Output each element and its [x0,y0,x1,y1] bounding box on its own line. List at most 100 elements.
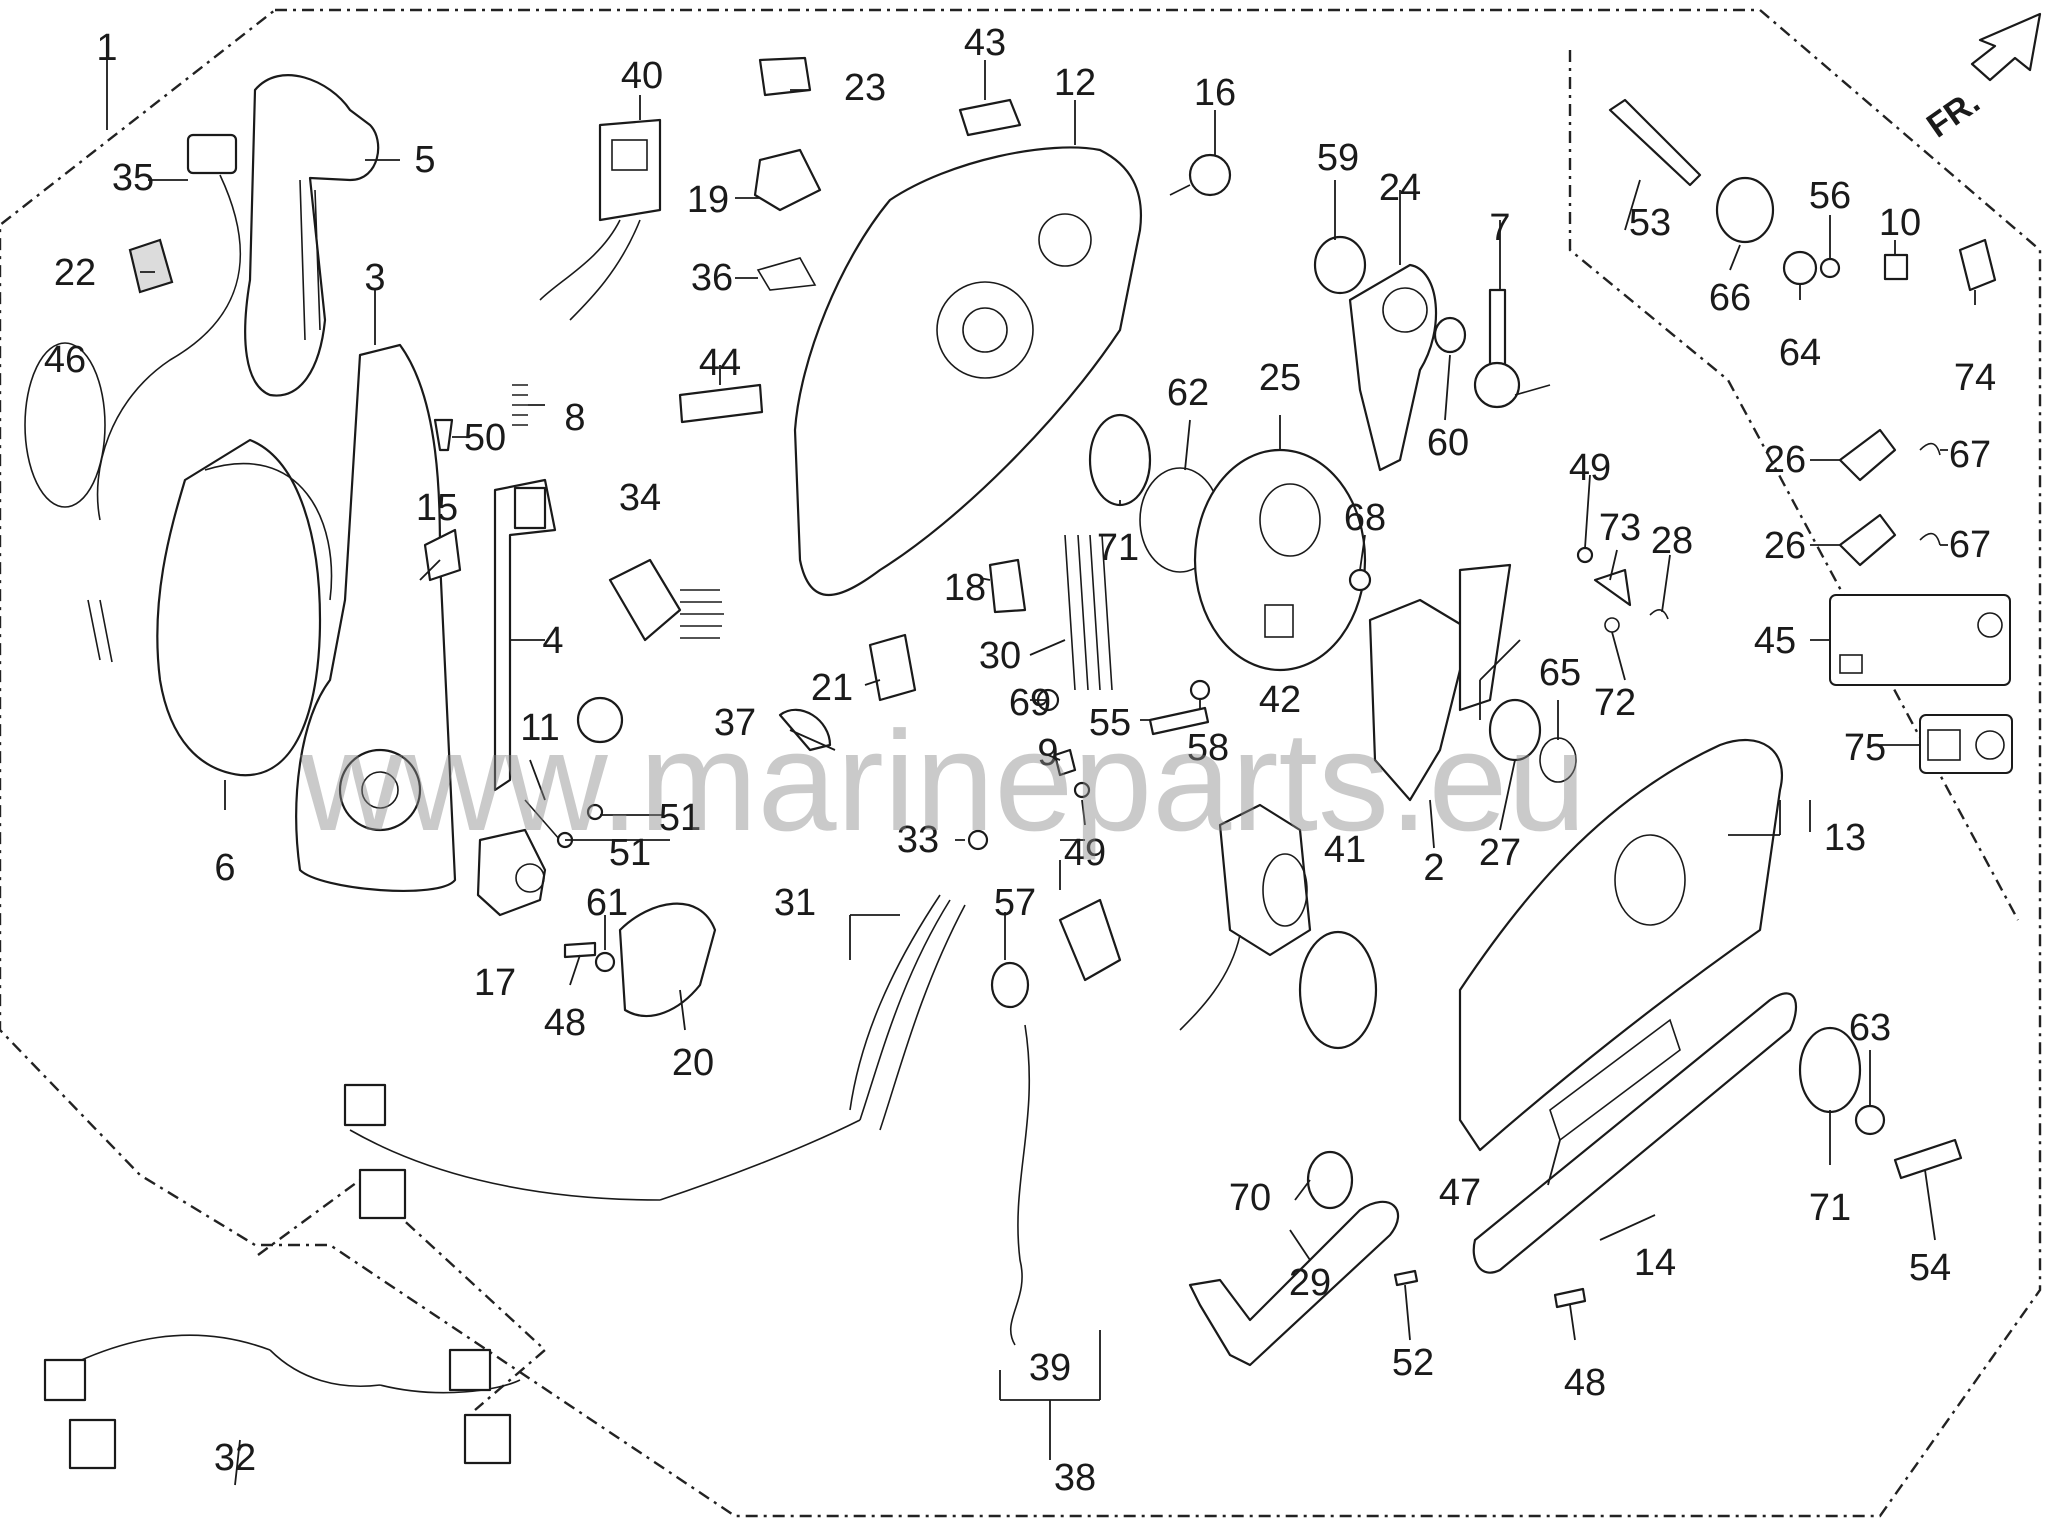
part-25-gear [1193,448,1367,672]
part-64-washer [1782,250,1818,286]
callout-18: 18 [944,567,986,609]
callout-75: 75 [1844,727,1886,769]
callout-73: 73 [1599,507,1641,549]
part-32-extension-cable [43,1334,521,1470]
callout-42: 42 [1259,679,1301,721]
part-17-switch-block [476,828,547,917]
part-26-link-b [1838,513,1897,567]
part-44-decal [678,383,764,424]
callout-2: 2 [1423,847,1444,889]
callout-71b: 71 [1809,1187,1851,1229]
callout-49b: 49 [1569,447,1611,489]
callout-48b: 48 [1564,1362,1606,1404]
callout-65: 65 [1539,652,1581,694]
callout-47: 47 [1439,1172,1481,1214]
callout-52: 52 [1392,1342,1434,1384]
part-7-lever [1473,288,1551,409]
part-58-washer [1189,679,1211,701]
part-36-seal [756,257,817,291]
callout-5: 5 [414,139,435,181]
part-21-clamp [868,633,917,702]
front-direction-label: FR. [1920,83,1987,146]
callout-7: 7 [1489,207,1510,249]
front-direction-arrow: FR. [1920,12,2042,146]
part-13-side-plate [1458,739,1783,1152]
callout-21: 21 [811,667,853,709]
callout-27: 27 [1479,832,1521,874]
watermark-text: www.marineparts.eu [299,702,1586,861]
part-42-switch [1179,803,1312,1031]
part-46-o-ring [24,342,106,508]
callout-9: 9 [1037,732,1058,774]
cable-subgroup-boundary [257,1178,547,1411]
part-28-spring [1649,609,1669,620]
part-16-plug [1169,153,1232,197]
part-6-cover [156,438,333,777]
callout-14: 14 [1634,1242,1676,1284]
callout-71a: 71 [1097,527,1139,569]
callout-66: 66 [1709,277,1751,319]
callout-16: 16 [1194,72,1236,114]
callout-1: 1 [96,27,117,69]
part-43-decal [958,98,1022,137]
assembly-boundary [0,8,2042,1518]
callout-51b: 51 [609,832,651,874]
callout-32: 32 [214,1437,256,1479]
part-72-washer [1604,617,1620,633]
part-24-gear-bracket [1348,263,1438,472]
callout-43: 43 [964,22,1006,64]
part-53-bolt [1608,98,1702,187]
callout-25: 25 [1259,357,1301,399]
hardware-subgroup-boundary [1568,50,2020,921]
part-13-bore [1614,834,1686,926]
callout-50: 50 [464,417,506,459]
part-49-screw-b [1576,546,1594,564]
callout-20: 20 [672,1042,714,1084]
callout-58: 58 [1187,727,1229,769]
part-5-control-handle [244,74,380,397]
part-19-knob [753,148,822,212]
part-63-washer [1854,1104,1886,1136]
callout-31: 31 [774,882,816,924]
part-49-screw-a [1073,781,1091,799]
callout-67b: 67 [1949,524,1991,566]
callout-23: 23 [844,67,886,109]
callout-29: 29 [1289,1262,1331,1304]
part-47-decal [1549,1018,1681,1142]
part-50-screw [433,418,454,452]
callout-51a: 51 [659,797,701,839]
part-30-ties [1064,534,1113,691]
part-18-connector [988,558,1027,614]
part-29-lever-arm [1188,1200,1400,1367]
callout-61: 61 [586,882,628,924]
callout-12: 12 [1054,62,1096,104]
callout-44: 44 [699,342,741,384]
callout-57: 57 [994,882,1036,924]
callout-11: 11 [520,707,559,749]
part-9-clip [1053,748,1077,777]
part-48-bolt-b [1553,1287,1587,1309]
leader-lines [106,60,1976,1486]
callout-4: 4 [542,620,563,662]
part-22-clip [128,238,174,294]
part-31-wire-harness [343,894,966,1220]
part-59-bushing [1313,235,1367,295]
callout-15: 15 [416,487,458,529]
callout-10: 10 [1879,202,1921,244]
callout-26a: 26 [1764,439,1806,481]
callout-26b: 26 [1764,525,1806,567]
part-67-clip-a [1919,442,1941,456]
callout-34: 34 [619,477,661,519]
callout-35: 35 [112,157,154,199]
part-73-pin [1593,568,1632,607]
callout-60: 60 [1427,422,1469,464]
part-34-key-switch [576,558,724,744]
callout-45: 45 [1754,620,1796,662]
callout-46: 46 [44,339,86,381]
part-71-bushing-a [1088,413,1152,507]
callout-70: 70 [1229,1177,1271,1219]
callout-53: 53 [1629,202,1671,244]
part-55-bolt [1148,706,1210,736]
callout-54: 54 [1909,1247,1951,1289]
